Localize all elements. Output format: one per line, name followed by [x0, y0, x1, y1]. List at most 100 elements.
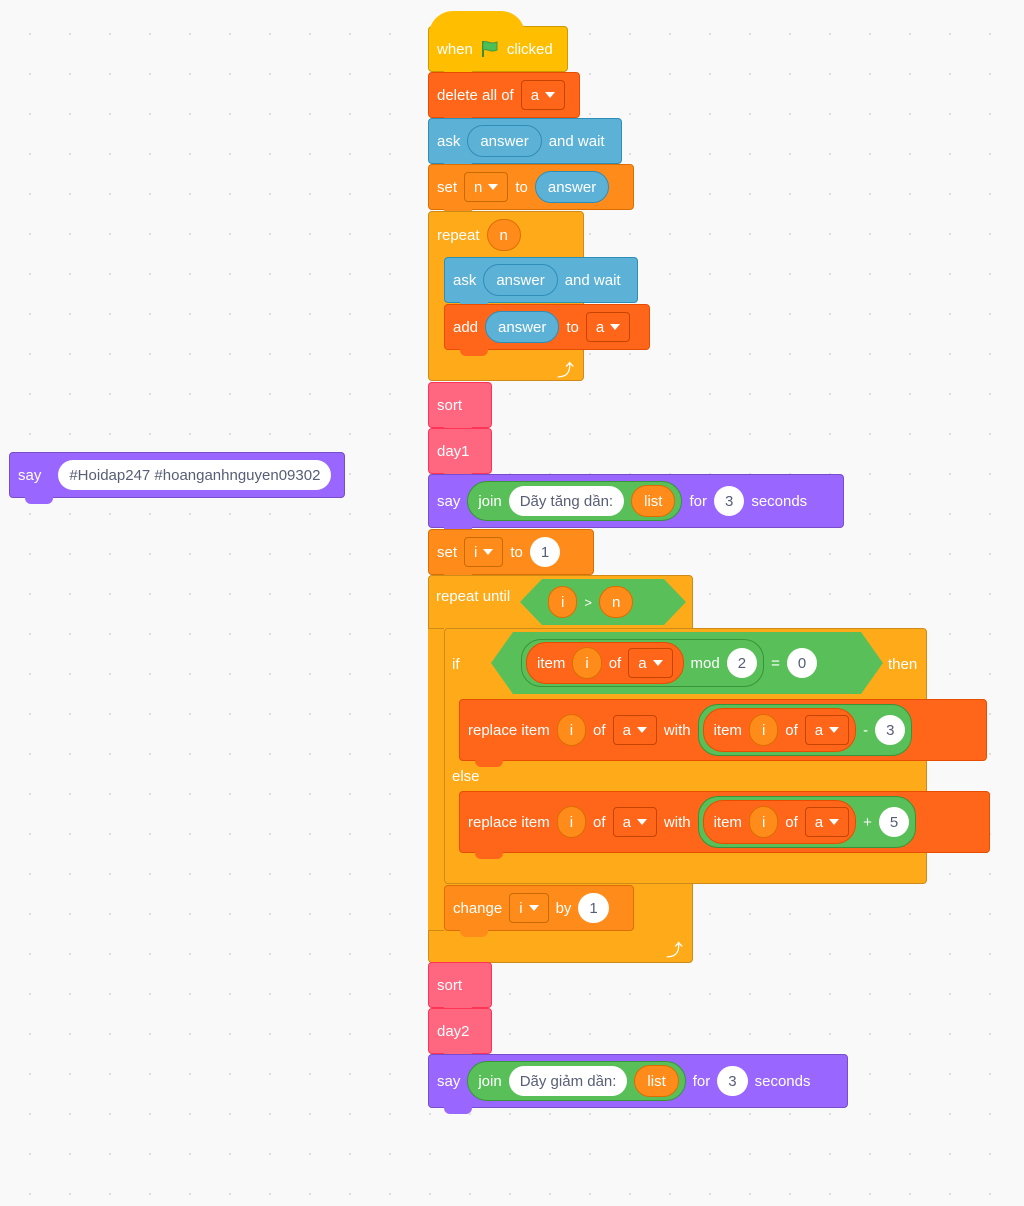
i-reporter[interactable]: i — [748, 714, 779, 746]
day1-label: day1 — [437, 442, 470, 460]
ask-label: ask — [453, 271, 477, 289]
seconds-input[interactable]: 3 — [713, 486, 745, 516]
list-dropdown-value: a — [622, 721, 631, 739]
i-reporter[interactable]: i — [556, 714, 587, 746]
when-flag-clicked-block[interactable]: when clicked — [428, 11, 568, 78]
n-reporter[interactable]: n — [599, 586, 633, 618]
chevron-down-icon — [829, 819, 840, 825]
repeat-label: repeat — [437, 226, 480, 244]
variable-dropdown[interactable]: i — [509, 893, 549, 923]
join-reporter[interactable]: join Dãy giảm dần: list — [467, 1061, 686, 1101]
sort-block[interactable]: sort — [428, 382, 492, 434]
i-reporter[interactable]: i — [572, 647, 601, 679]
join-text-input[interactable]: Dãy tăng dần: — [508, 486, 625, 516]
join-label: join — [478, 1072, 502, 1090]
change-value-input[interactable]: 1 — [578, 893, 609, 923]
join-reporter[interactable]: join Dãy tăng dần: list — [467, 481, 683, 521]
i-reporter[interactable]: i — [556, 806, 587, 838]
item-of-list-reporter[interactable]: item i of a — [702, 800, 857, 844]
say-for-seconds-block-2[interactable]: say join Dãy giảm dần: list for 3 second… — [428, 1054, 848, 1114]
by-label: by — [555, 899, 572, 917]
set-i-block[interactable]: set i to 1 — [428, 529, 594, 581]
i-reporter[interactable]: i — [748, 806, 779, 838]
subtract-operator[interactable]: item i of a - 3 — [697, 704, 913, 756]
variable-dropdown[interactable]: i — [464, 537, 504, 567]
list-reporter[interactable]: list — [631, 485, 676, 517]
ask-and-wait-block-2[interactable]: ask answer and wait — [444, 257, 638, 309]
subtract-value-input[interactable]: 3 — [875, 715, 906, 745]
sort-label: sort — [437, 976, 463, 994]
delete-all-block[interactable]: delete all of a — [428, 72, 580, 124]
list-dropdown[interactable]: a — [612, 807, 657, 837]
day2-label: day2 — [437, 1022, 470, 1040]
to-label: to — [566, 318, 579, 336]
item-of-list-reporter[interactable]: item i of a — [702, 708, 857, 752]
seconds-label: seconds — [754, 1072, 811, 1090]
repeat-header: repeat n — [429, 212, 584, 258]
replace-item-block-2[interactable]: replace item i of a with item i of a + 5 — [459, 791, 990, 859]
add-label: add — [453, 318, 479, 336]
greater-than-operator[interactable]: i > n — [520, 579, 686, 625]
replace-item-block-1[interactable]: replace item i of a with item i of a - 3 — [459, 699, 987, 767]
sort-block-2[interactable]: sort — [428, 962, 492, 1014]
list-dropdown[interactable]: a — [804, 807, 850, 837]
list-dropdown-value: a — [595, 318, 605, 336]
for-label: for — [692, 1072, 711, 1090]
equals-operator[interactable]: item i of a mod 2 = 0 — [491, 632, 883, 694]
day1-block[interactable]: day1 — [428, 428, 492, 480]
greater-than-label: > — [584, 594, 592, 610]
loop-arrow-icon: ⤴ — [666, 941, 683, 960]
ask-label: ask — [437, 132, 461, 150]
and-wait-label: and wait — [564, 271, 621, 289]
list-dropdown-value: a — [814, 813, 824, 831]
minus-label: - — [863, 721, 869, 739]
equals-value-input[interactable]: 0 — [787, 648, 817, 678]
list-dropdown[interactable]: a — [520, 80, 566, 110]
list-dropdown[interactable]: a — [804, 715, 850, 745]
set-n-block[interactable]: set n to answer — [428, 164, 634, 216]
of-label: of — [608, 654, 622, 672]
for-label: for — [689, 492, 707, 510]
variable-dropdown[interactable]: n — [464, 172, 509, 202]
say-for-seconds-block[interactable]: say join Dãy tăng dần: list for 3 second… — [428, 474, 844, 534]
list-dropdown-value: a — [814, 721, 824, 739]
list-dropdown-value: a — [622, 813, 631, 831]
list-dropdown[interactable]: a — [585, 312, 631, 342]
item-label: item — [713, 813, 742, 831]
item-of-list-reporter[interactable]: item i of a — [526, 642, 684, 684]
sort-label: sort — [437, 396, 463, 414]
answer-reporter[interactable]: answer — [467, 125, 542, 157]
chevron-down-icon — [545, 92, 556, 98]
mod-operator[interactable]: item i of a mod 2 — [521, 639, 764, 687]
answer-reporter[interactable]: answer — [485, 311, 560, 343]
of-label: of — [593, 721, 606, 739]
change-i-block[interactable]: change i by 1 — [444, 885, 634, 937]
list-dropdown[interactable]: a — [628, 648, 672, 678]
repeat-until-inner-mask — [428, 628, 444, 931]
green-flag-icon — [481, 41, 498, 57]
add-value-input[interactable]: 5 — [878, 807, 910, 837]
n-reporter[interactable]: n — [486, 219, 521, 251]
mod-value-input[interactable]: 2 — [727, 648, 757, 678]
of-label: of — [785, 813, 798, 831]
add-operator[interactable]: item i of a + 5 — [697, 796, 917, 848]
change-label: change — [453, 899, 503, 917]
equals-label: = — [771, 654, 780, 672]
add-to-list-block[interactable]: add answer to a — [444, 304, 650, 356]
list-reporter[interactable]: list — [634, 1065, 679, 1097]
join-label: join — [478, 492, 502, 510]
and-wait-label: and wait — [548, 132, 605, 150]
join-text-input[interactable]: Dãy giảm dần: — [508, 1066, 628, 1096]
i-reporter[interactable]: i — [548, 586, 577, 618]
list-dropdown[interactable]: a — [612, 715, 657, 745]
answer-reporter[interactable]: answer — [534, 171, 610, 203]
chevron-down-icon — [636, 819, 647, 825]
with-label: with — [663, 813, 691, 831]
answer-reporter[interactable]: answer — [483, 264, 558, 296]
say-text-input[interactable]: #Hoidap247 #hoanganhnguyen09302 — [58, 460, 332, 490]
loose-say-block[interactable]: say #Hoidap247 #hoanganhnguyen09302 — [9, 452, 345, 504]
seconds-input[interactable]: 3 — [717, 1066, 748, 1096]
ask-and-wait-block[interactable]: ask answer and wait — [428, 118, 622, 170]
value-input[interactable]: 1 — [529, 537, 561, 567]
day2-block[interactable]: day2 — [428, 1008, 492, 1060]
